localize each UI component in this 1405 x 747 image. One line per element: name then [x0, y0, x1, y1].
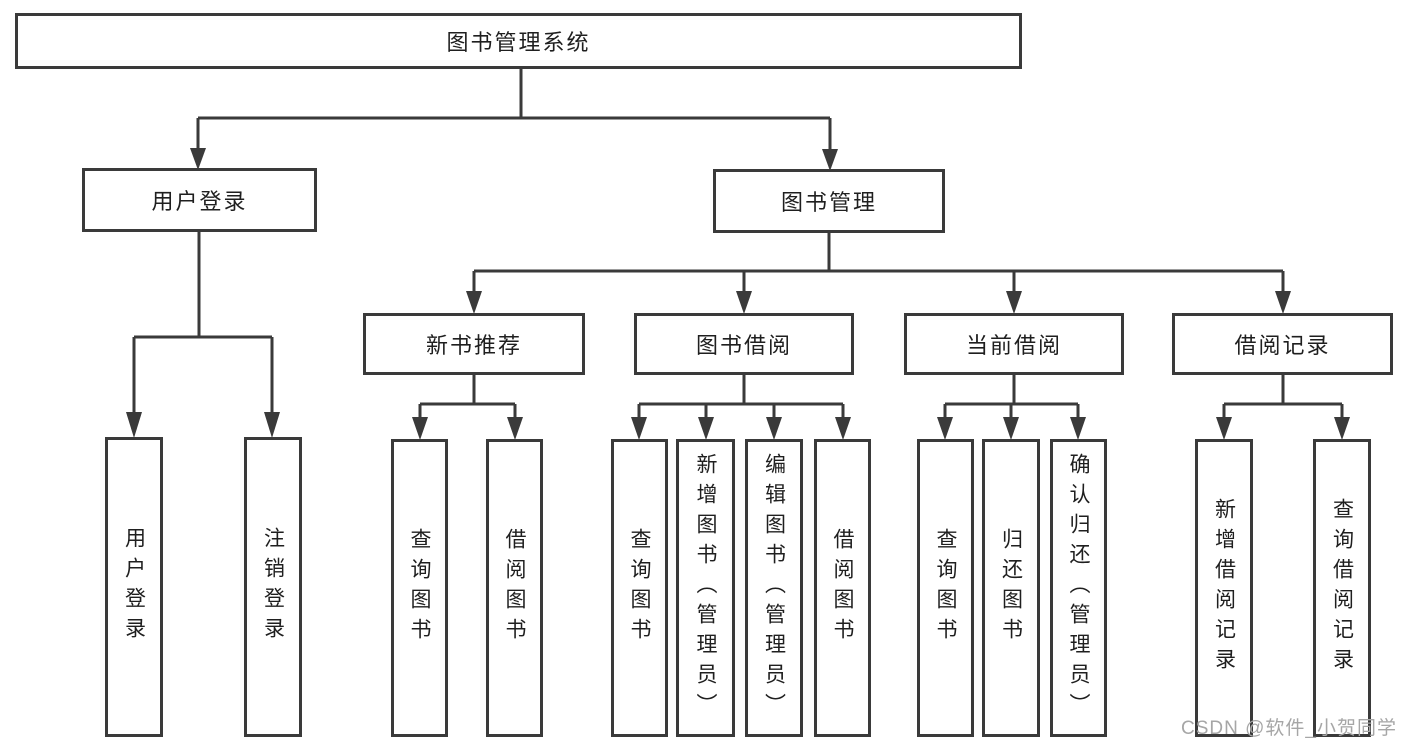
leaf-query-books-recommend: 查询图书 — [391, 439, 448, 737]
leaf-query-borrow-record: 查询借阅记录 — [1313, 439, 1371, 737]
leaf-add-borrow-record: 新增借阅记录 — [1195, 439, 1253, 737]
leaf-borrow-books-recommend: 借阅图书 — [486, 439, 543, 737]
leaf-user-login: 用户登录 — [105, 437, 163, 737]
node-new-book-recommend: 新书推荐 — [363, 313, 585, 375]
node-borrow-records: 借阅记录 — [1172, 313, 1393, 375]
node-book-borrowing: 图书借阅 — [634, 313, 854, 375]
leaf-confirm-return-admin: 确认归还（管理员） — [1050, 439, 1107, 737]
leaf-borrow-books-borrowing: 借阅图书 — [814, 439, 871, 737]
node-current-borrowing: 当前借阅 — [904, 313, 1124, 375]
leaf-edit-book-admin: 编辑图书（管理员） — [745, 439, 803, 737]
csdn-watermark: CSDN @软件_小贺同学 — [1181, 718, 1397, 739]
node-library-management-system: 图书管理系统 — [15, 13, 1022, 69]
leaf-add-book-admin: 新增图书（管理员） — [676, 439, 735, 737]
leaf-return-book: 归还图书 — [982, 439, 1040, 737]
leaf-query-books-current: 查询图书 — [917, 439, 974, 737]
leaf-query-books-borrowing: 查询图书 — [611, 439, 668, 737]
node-book-management: 图书管理 — [713, 169, 945, 233]
leaf-logout-login: 注销登录 — [244, 437, 302, 737]
node-user-login: 用户登录 — [82, 168, 317, 232]
